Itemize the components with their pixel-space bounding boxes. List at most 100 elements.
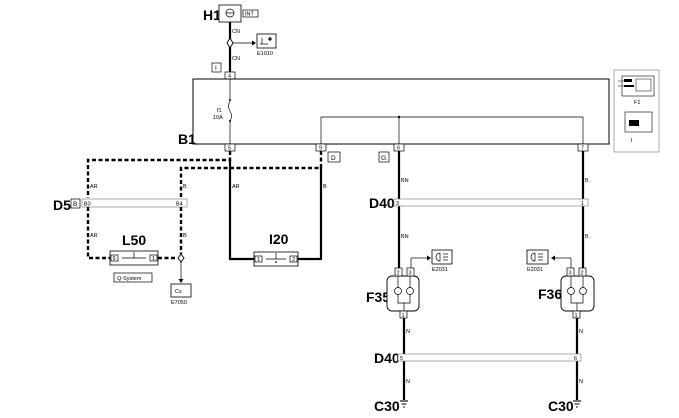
ground-e2031-right-box: [526, 249, 549, 265]
l50-caption: Q-System: [117, 276, 142, 282]
fuse-rating: 10A: [213, 115, 223, 121]
b1-tag-box: [211, 62, 222, 73]
b1-d-tag-box: [327, 151, 341, 163]
earth-ground-icon: [573, 400, 581, 408]
wire-label-ar-d5-bottom: AR: [90, 233, 98, 239]
earth-ground-icon: [400, 400, 408, 408]
f36-component[interactable]: F36 3 2 1: [538, 267, 595, 319]
c30-left-ground[interactable]: C30: [374, 398, 408, 414]
arrow-e2031-left-icon: [427, 255, 431, 261]
c30-left-label: C30: [374, 398, 400, 414]
wire-label-n-right-1: N: [579, 329, 583, 335]
d40-top-connector[interactable]: D40 3 1: [369, 195, 589, 211]
wire-label-bn-left-top: BN: [401, 178, 409, 184]
c30-right-ground[interactable]: C30: [548, 398, 581, 414]
b1-internal-node: [397, 115, 401, 119]
f36-pin-3: [566, 267, 575, 277]
wire-label-ar-mid: AR: [232, 184, 240, 190]
d40-pin-3-label: 3: [396, 201, 399, 207]
ground-e2031-right[interactable]: E2031: [526, 249, 549, 273]
l50-pin-9: [110, 254, 119, 262]
l50-pin-9-label: 9: [113, 256, 116, 262]
f36-bulb-icons: [567, 276, 587, 311]
b1-label: B1: [178, 131, 196, 147]
b1-pin-5-label: 5: [228, 146, 231, 152]
fuse-icon: [228, 100, 232, 122]
wire-label-n-right-2: N: [579, 379, 583, 385]
ground-e2031-left-label: E2031: [432, 267, 448, 273]
d5-tag: B: [73, 201, 77, 208]
wire-label-b-d5-top: B: [183, 184, 187, 190]
wire-label-cn-1: CN: [232, 29, 240, 35]
h1-component[interactable]: H1 INT: [203, 4, 259, 23]
f36-box: [560, 275, 595, 312]
i20-pin-1-label: 1: [257, 257, 260, 263]
f35-bulb-icons: [394, 276, 414, 311]
i20-pin-2: [289, 255, 298, 263]
b1-g-tag: G: [381, 155, 386, 162]
wire-label-b-right: B: [323, 184, 327, 190]
lamp-symbol-icon: [530, 252, 543, 262]
i20-pin-1: [254, 255, 263, 263]
f35-label: F35: [366, 289, 390, 305]
splice-diamond-l50: [177, 253, 185, 263]
i20-component[interactable]: I20 1 2: [253, 231, 299, 267]
ground-e2031-left[interactable]: E2031: [431, 249, 453, 273]
wire-ar-dashed-l50: [86, 207, 110, 260]
f36-pin-3-label: 3: [569, 271, 572, 277]
switch-symbol-icon: [266, 253, 286, 263]
b1-pin-6-label: 6: [397, 146, 400, 152]
ground-e7050-label: E7050: [171, 300, 187, 306]
f36-pin-2: [578, 267, 587, 277]
l50-pin-1-label: 1: [152, 256, 155, 262]
d40-bottom-connector[interactable]: D40 5 6: [374, 350, 582, 366]
f36-pin-2-label: 2: [581, 271, 584, 277]
f35-component[interactable]: F35 2 3 1: [366, 267, 420, 319]
h1-symbol-icon: [225, 8, 235, 18]
f36-label: F36: [538, 286, 562, 302]
l50-label: L50: [122, 232, 146, 248]
h1-box: [218, 4, 242, 23]
fuse-box-detail-1: [624, 79, 632, 82]
f35-pin-1-label: 1: [402, 313, 405, 319]
d5-tag-box: [70, 198, 81, 209]
ground-e1010-label: E1010: [257, 51, 273, 57]
h1-label: H1: [203, 7, 221, 23]
d40-top-bar: [393, 198, 589, 207]
b1-tag: I: [215, 65, 217, 72]
b1-pin-9-label: 9: [319, 146, 322, 152]
ground-e7050[interactable]: Cs E7050: [170, 283, 192, 306]
ground-e1010-box: [256, 33, 277, 49]
b1-pin-4-label: 4: [228, 74, 231, 80]
wire-label-cn-2: CN: [232, 56, 240, 62]
b1-g-tag-box: [378, 151, 390, 163]
arrow-e2031-right-icon: [551, 255, 555, 261]
switch-symbol-icon: [122, 252, 146, 259]
d5-connector[interactable]: D5 B B3 B4: [53, 197, 188, 213]
wire-b-dashed-top: [179, 151, 323, 198]
h1-tag: [242, 9, 259, 18]
l50-component[interactable]: L50 9 1 Q-System: [109, 232, 159, 283]
wire-ar-dashed-top: [86, 151, 232, 198]
wire-label-bn-left-bottom: BN: [401, 234, 409, 240]
fuse-label: f1: [217, 108, 222, 114]
d5-bar: [81, 198, 188, 208]
d40-bottom-bar: [397, 353, 582, 362]
ground-e7050-symbol-icon: Cs: [175, 289, 182, 295]
d5-pin-b4-label: B4: [176, 202, 183, 208]
d40b-pin-5-label: 5: [400, 356, 403, 362]
wire-label-ar-d5-top: AR: [90, 184, 98, 190]
ground-e1010[interactable]: E1010: [256, 33, 277, 57]
d5-pin-b3-label: B3: [84, 202, 91, 208]
i20-pin-2-label: 2: [292, 257, 295, 263]
b1-box: [192, 78, 610, 145]
f35-pin-3: [406, 267, 415, 277]
c30-right-label: C30: [548, 398, 574, 414]
b1-pin-7-label: 7: [581, 146, 584, 152]
d40-bottom-label: D40: [374, 350, 400, 366]
b1-component[interactable]: B1 f1 10A: [178, 78, 610, 147]
f35-pin-2-label: 2: [397, 271, 400, 277]
panel-f1-label: F1: [634, 100, 640, 106]
f35-pin-2: [394, 267, 403, 277]
wire-label-b-d5-bottom: B: [183, 233, 187, 239]
